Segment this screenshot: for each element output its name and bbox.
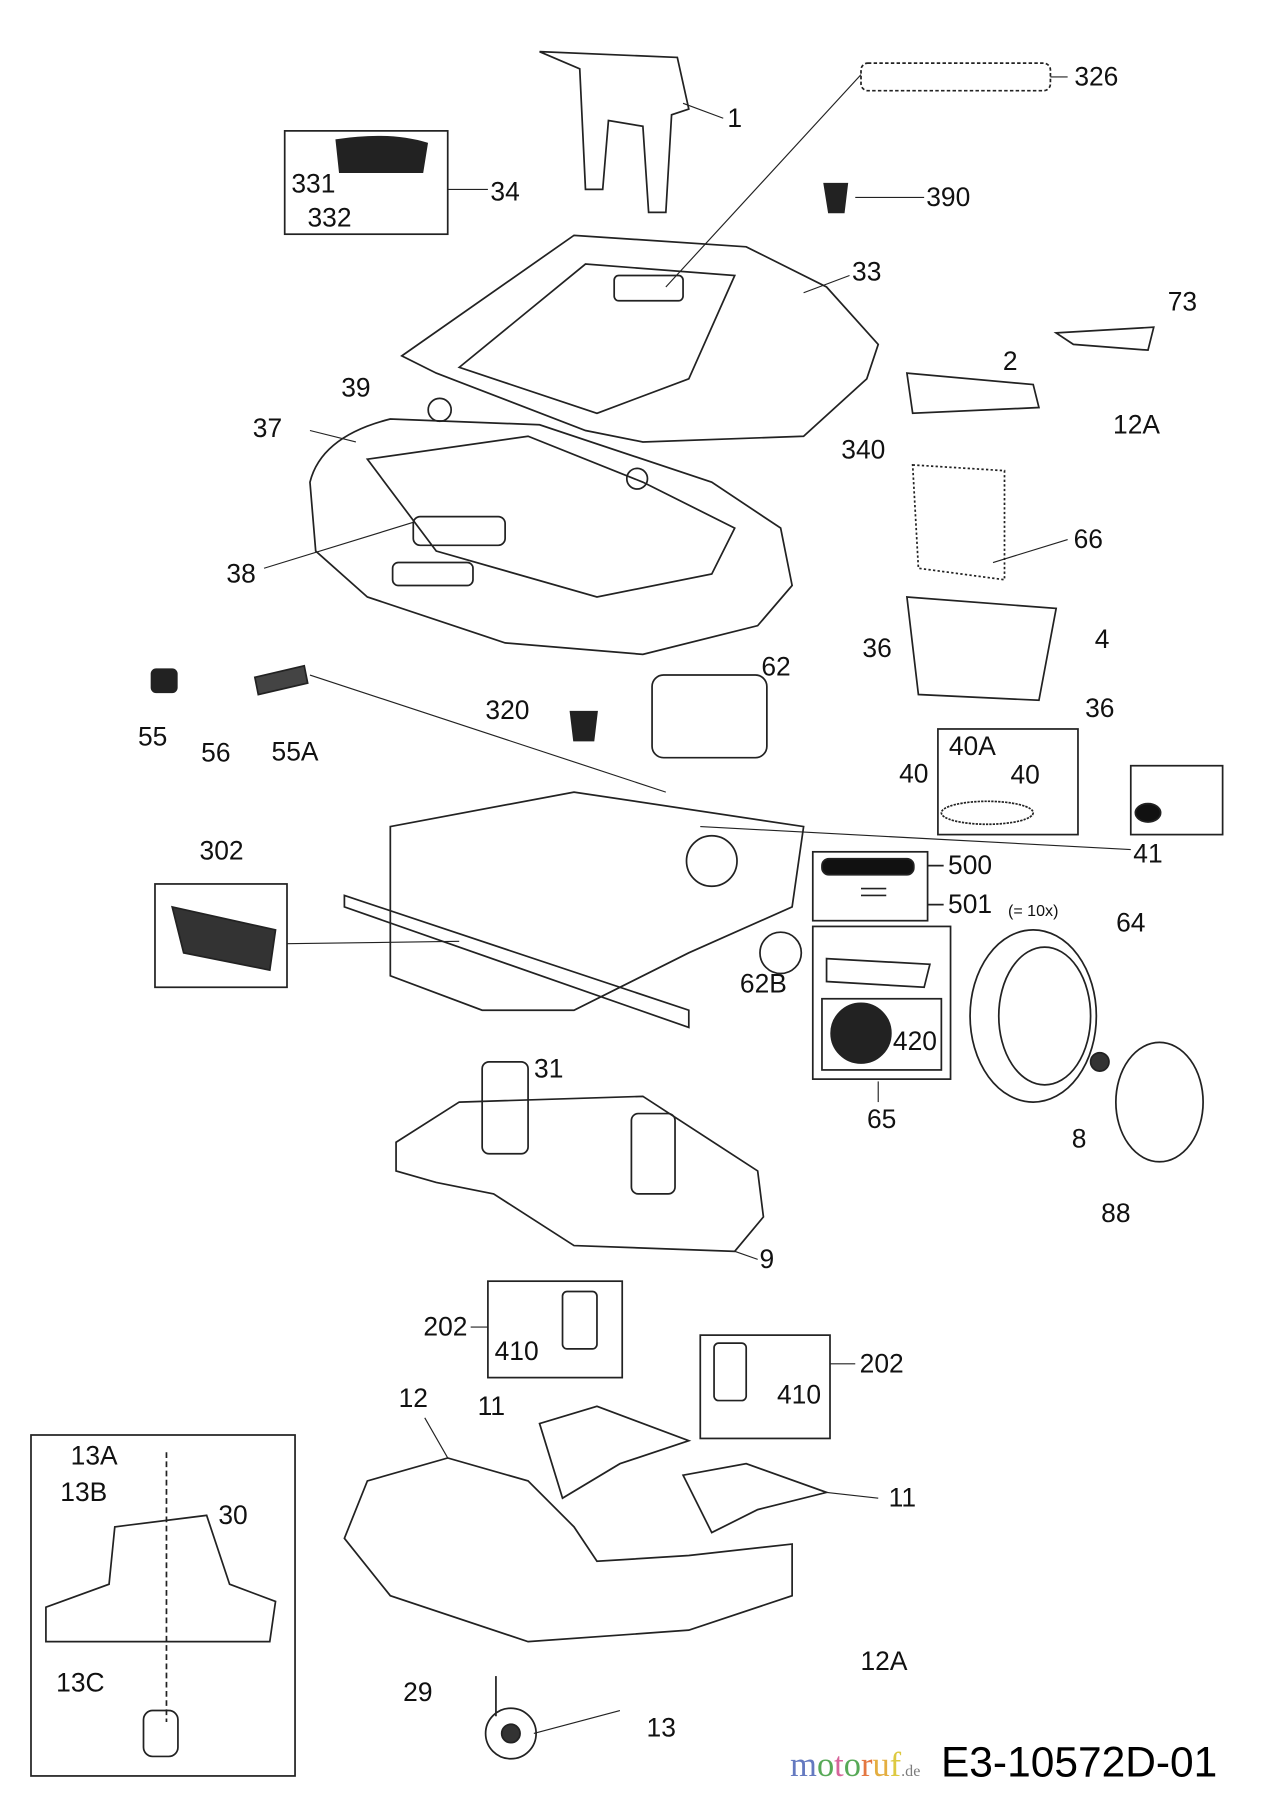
callout-13a: 13A: [70, 1440, 118, 1471]
callout-410: 410: [776, 1379, 822, 1410]
callout-29: 29: [403, 1676, 433, 1707]
part-73: [1053, 326, 1155, 352]
part-motor: [825, 957, 931, 989]
part-500: [821, 857, 915, 876]
callout-13: 13: [646, 1712, 676, 1743]
callout-326: 326: [1074, 61, 1119, 92]
callout-34: 34: [490, 176, 520, 207]
part-deck: [395, 1061, 765, 1253]
callout-9: 9: [759, 1243, 775, 1274]
kit-box-65: [811, 925, 952, 1080]
callout-12: 12: [398, 1382, 428, 1413]
part-55: [150, 668, 178, 694]
quantity-note-501: (= 10x): [1007, 901, 1059, 920]
part-caster-wheel: [484, 1707, 537, 1760]
kit-box-30: [30, 1434, 296, 1777]
part-label-strip: [860, 62, 1052, 92]
callout-500: 500: [948, 850, 993, 880]
callout-66: 66: [1073, 524, 1103, 554]
callout-331: 331: [291, 168, 336, 199]
callout-501: 501: [948, 889, 993, 919]
kit-box-420: [821, 997, 943, 1071]
part-40a: [940, 800, 1035, 826]
callout-62b: 62B: [739, 968, 787, 999]
kit-box-202-a: [487, 1280, 624, 1379]
callout-11: 11: [477, 1390, 506, 1421]
callout-1: 1: [727, 102, 743, 133]
kit-box-40: [937, 728, 1079, 836]
part-battery: [651, 674, 768, 759]
callout-40: 40: [899, 758, 929, 789]
part-320: [569, 710, 598, 742]
callout-73: 73: [1167, 286, 1198, 317]
part-housing: [905, 596, 1058, 702]
part-30: [45, 1514, 277, 1643]
callout-40a: 40A: [948, 730, 996, 761]
callout-420: 420: [892, 1025, 937, 1056]
callout-62: 62: [761, 651, 791, 682]
kit-box-500: [811, 850, 929, 922]
callout-302: 302: [199, 835, 244, 866]
part-blade: [538, 1405, 692, 1500]
drawing-number: E3-10572D-01: [940, 1738, 1218, 1786]
part-knob: [823, 182, 849, 214]
part-420: [830, 1002, 892, 1064]
callout-40: 40: [1010, 759, 1040, 790]
part-55a: [253, 664, 309, 696]
callout-55a: 55A: [271, 736, 319, 767]
part-wheel: [969, 929, 1098, 1103]
callout-2: 2: [1002, 346, 1018, 376]
callout-12a: 12A: [860, 1645, 908, 1676]
part-body-cover: [309, 397, 794, 656]
callout-202: 202: [423, 1311, 468, 1342]
callout-64: 64: [1116, 907, 1146, 938]
callout-55: 55: [137, 721, 168, 752]
callout-41: 41: [1133, 838, 1163, 869]
callout-332: 332: [307, 202, 352, 233]
part-8: [1089, 1051, 1110, 1072]
part-skirt: [343, 1457, 793, 1643]
callout-65: 65: [866, 1103, 897, 1134]
part-handle: [539, 50, 690, 214]
kit-box-302: [154, 883, 288, 989]
callout-88: 88: [1101, 1197, 1131, 1228]
callout-320: 320: [485, 695, 530, 725]
callout-13b: 13B: [60, 1476, 108, 1507]
callout-38: 38: [226, 558, 256, 589]
callout-31: 31: [534, 1053, 564, 1084]
part-blade: [681, 1462, 830, 1534]
part-hubcap: [1114, 1041, 1204, 1163]
watermark-logo: motoruf.de: [790, 1746, 921, 1784]
callout-13c: 13C: [56, 1667, 105, 1698]
callout-30: 30: [218, 1499, 248, 1530]
kit-box-202-b: [699, 1334, 831, 1440]
callout-36: 36: [862, 633, 892, 663]
part-cover-lid: [905, 372, 1041, 415]
callout-340: 340: [841, 434, 886, 465]
callout-37: 37: [252, 412, 283, 443]
leader-lines: [263, 74, 1131, 1735]
callout-56: 56: [201, 737, 231, 768]
kit-box-41: [1129, 764, 1224, 836]
callout-202: 202: [859, 1348, 904, 1379]
part-pcb: [911, 464, 1006, 581]
part-top-cover: [400, 234, 880, 443]
callout-33: 33: [852, 256, 882, 287]
part-41: [1134, 802, 1162, 823]
kit-box-34: [283, 130, 449, 236]
callout-12a: 12A: [1113, 409, 1161, 440]
part-302: [171, 905, 277, 972]
callout-11: 11: [888, 1482, 917, 1513]
callout-4: 4: [1094, 623, 1110, 654]
callout-8: 8: [1071, 1123, 1087, 1154]
callout-39: 39: [341, 372, 371, 403]
callout-36: 36: [1085, 692, 1115, 723]
part-chassis: [343, 791, 805, 1029]
callout-390: 390: [926, 181, 971, 212]
callout-410: 410: [494, 1335, 539, 1366]
part-cover-flap: [335, 135, 429, 174]
